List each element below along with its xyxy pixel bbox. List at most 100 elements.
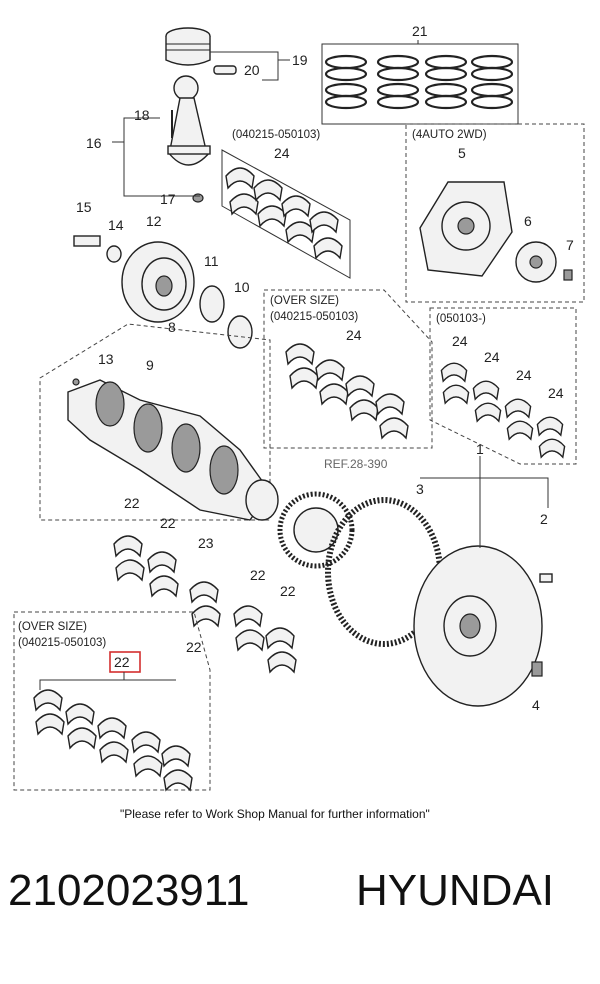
bearing-shell xyxy=(189,581,219,604)
callout-24-mid: 24 xyxy=(346,327,362,343)
bearing-shell xyxy=(504,398,532,419)
piston-pin xyxy=(213,65,237,75)
bearing-group-bottom xyxy=(33,689,193,792)
bearing-shell xyxy=(99,741,129,764)
crank-sprocket xyxy=(199,285,253,349)
piston-ring xyxy=(324,82,368,98)
callout-22-d: 22 xyxy=(280,583,296,599)
callout-22-c: 22 xyxy=(250,567,266,583)
bearing-shell xyxy=(147,551,177,574)
oversize-mid-label: (OVER SIZE) xyxy=(270,295,339,307)
flywheel-bolt xyxy=(531,661,543,677)
bearing-shell xyxy=(115,559,145,582)
bearing-shell xyxy=(257,205,287,228)
bearing-shell xyxy=(538,438,566,459)
oversize-bottom-label: (OVER SIZE) xyxy=(18,621,87,633)
bearing-shell xyxy=(229,193,259,216)
callout-21: 21 xyxy=(412,23,428,39)
callout-9: 9 xyxy=(146,357,154,373)
piston-ring xyxy=(376,94,420,110)
bearing-shell xyxy=(161,745,191,768)
callout-12: 12 xyxy=(146,213,162,229)
callout-24-r2: 24 xyxy=(484,349,500,365)
bearing-shell xyxy=(379,417,409,440)
bearing-shell xyxy=(235,629,265,652)
ref-label: REF.28-390 xyxy=(324,457,388,471)
bearing-shell xyxy=(536,416,564,437)
piston-ring xyxy=(470,66,514,82)
callout-20: 20 xyxy=(244,62,260,78)
bearing-shell xyxy=(474,402,502,423)
callout-24-r4: 24 xyxy=(548,385,564,401)
auto-box-label: (4AUTO 2WD) xyxy=(412,129,487,141)
piston-ring xyxy=(424,94,468,110)
callout-24-top: 24 xyxy=(274,145,290,161)
bearing-shell xyxy=(289,367,319,390)
callout-8: 8 xyxy=(168,319,176,335)
bearing-shell xyxy=(440,362,468,383)
bearing-shell xyxy=(319,383,349,406)
bearing-shell xyxy=(191,605,221,628)
bearing-shell xyxy=(163,769,193,792)
bearing-shell xyxy=(67,727,97,750)
bearing-box-right xyxy=(429,307,577,465)
callout-10: 10 xyxy=(234,279,250,295)
piston-ring xyxy=(376,66,420,82)
bearing-shell xyxy=(285,343,315,366)
bearing-shell xyxy=(97,717,127,740)
callout-15: 15 xyxy=(76,199,92,215)
range-bottom-label: (040215-050103) xyxy=(18,637,106,649)
pulley-bolt xyxy=(73,235,101,247)
piston-ring xyxy=(424,82,468,98)
callout-7: 7 xyxy=(566,237,574,253)
bearing-shell xyxy=(267,651,297,674)
piston-ring xyxy=(470,94,514,110)
crankshaft xyxy=(67,378,279,521)
bearing-group-top xyxy=(221,149,351,279)
callout-22-a: 22 xyxy=(124,495,140,511)
oversize-box-mid xyxy=(263,289,433,449)
part-number: 2102023911 xyxy=(8,866,250,915)
bearing-shell xyxy=(65,703,95,726)
range-top-label: (040215-050103) xyxy=(232,129,320,141)
crank-pulley xyxy=(73,235,195,323)
bearing-shell xyxy=(113,535,143,558)
bearing-shell xyxy=(281,195,311,218)
piston-ring xyxy=(470,54,514,70)
highlighted-callout-box[interactable] xyxy=(109,651,141,673)
flywheel xyxy=(413,545,553,707)
bearing-shell xyxy=(345,375,375,398)
callout-23: 23 xyxy=(198,535,214,551)
bearing-shell xyxy=(35,713,65,736)
callout-5: 5 xyxy=(458,145,466,161)
callout-22-b: 22 xyxy=(160,515,176,531)
bearing-shell xyxy=(375,393,405,416)
callout-14: 14 xyxy=(108,217,124,233)
dowel-pin xyxy=(539,573,553,583)
callout-17: 17 xyxy=(160,191,176,207)
bearing-shell xyxy=(233,605,263,628)
range-right-label: (050103-) xyxy=(436,313,486,325)
bearing-shell xyxy=(133,755,163,778)
callout-22-highlighted[interactable]: 22 xyxy=(114,654,130,670)
ref-gear xyxy=(277,491,355,569)
oversize-box-bottom xyxy=(13,611,211,791)
piston-ring xyxy=(324,94,368,110)
bearing-shell xyxy=(506,420,534,441)
plate-bolt xyxy=(563,269,573,281)
piston-ring xyxy=(424,54,468,70)
callout-2: 2 xyxy=(540,511,548,527)
bearing-shell xyxy=(442,384,470,405)
piston-ring xyxy=(424,66,468,82)
bearing-shell xyxy=(225,167,255,190)
bearing-shell xyxy=(313,237,343,260)
bearing-shell xyxy=(131,731,161,754)
bearing-shell xyxy=(285,221,315,244)
rod-nut xyxy=(192,193,204,203)
piston-ring xyxy=(376,82,420,98)
callout-4: 4 xyxy=(532,697,540,713)
piston-ring xyxy=(324,54,368,70)
callout-3: 3 xyxy=(416,481,424,497)
main-bearing-group xyxy=(113,535,297,674)
bearing-group-right xyxy=(440,362,566,459)
